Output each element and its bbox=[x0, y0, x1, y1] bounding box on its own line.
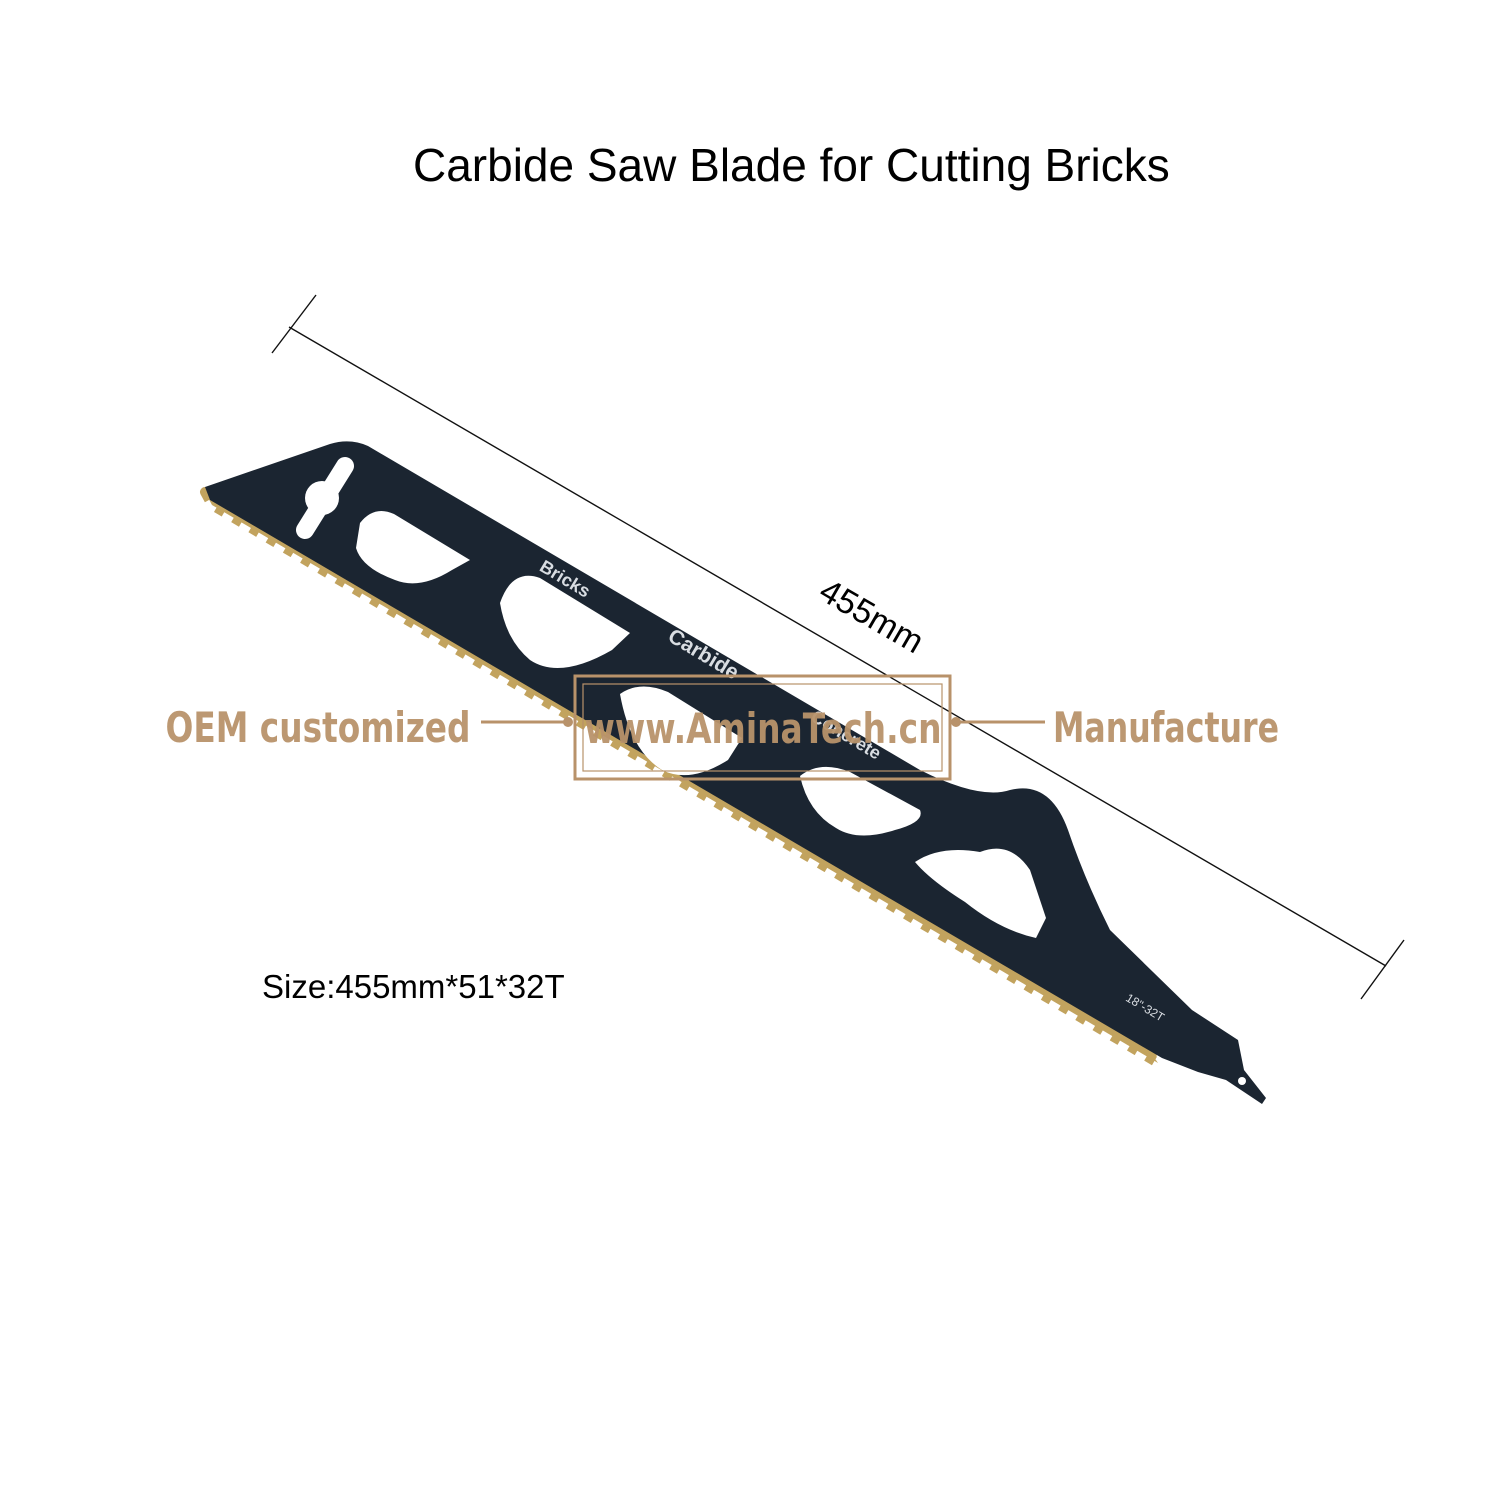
watermark-center-text: www.AminaTech.cn bbox=[585, 704, 942, 753]
blade-cutout bbox=[356, 511, 470, 584]
keyhole-slot bbox=[296, 457, 354, 539]
blade-body bbox=[205, 441, 1266, 1104]
dimension-line bbox=[271, 294, 1405, 1000]
watermark-left-text: OEM customized bbox=[166, 703, 471, 752]
blade-cutout bbox=[620, 686, 742, 776]
blade-cutout bbox=[500, 575, 630, 668]
product-title: Carbide Saw Blade for Cutting Bricks bbox=[413, 139, 1170, 191]
blade-cutout bbox=[915, 848, 1046, 938]
size-label: Size:455mm*51*32T bbox=[262, 968, 565, 1005]
blade-cutout bbox=[800, 766, 921, 836]
watermark-right-text: Manufacture bbox=[1053, 703, 1279, 752]
dimension-label: 455mm bbox=[813, 572, 930, 662]
watermark: OEM customized www.AminaTech.cn Manufact… bbox=[166, 674, 1279, 781]
shank-hole bbox=[1238, 1077, 1246, 1085]
watermark-frame bbox=[573, 674, 952, 781]
